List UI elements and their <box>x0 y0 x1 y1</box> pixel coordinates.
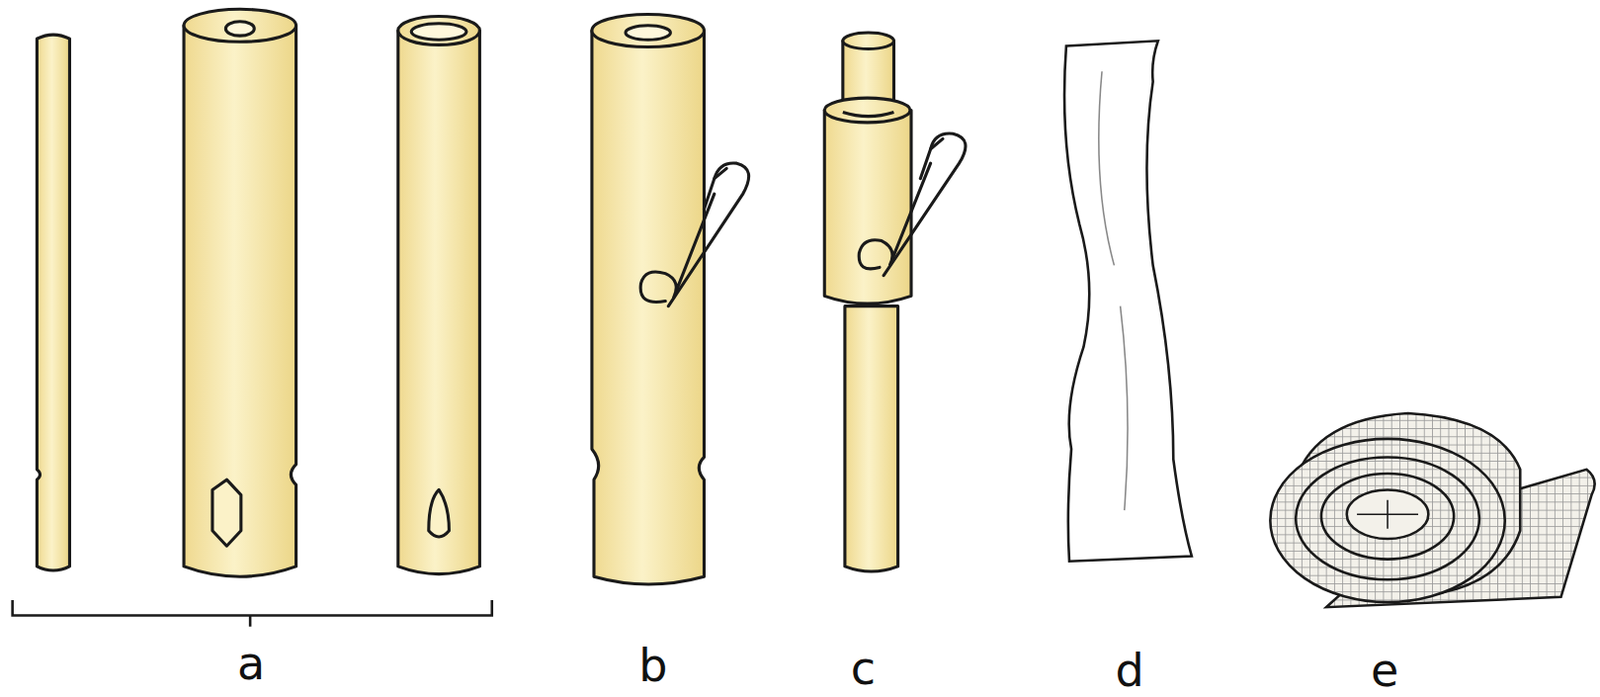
part-label: a <box>237 640 265 686</box>
drain-tube <box>591 30 705 585</box>
part-label: b <box>638 642 668 688</box>
drain-tube <box>36 34 70 571</box>
tube-lumen <box>411 23 467 41</box>
drain-tube <box>183 25 297 577</box>
bandage-roll <box>1269 413 1595 607</box>
fold-line <box>1098 71 1128 510</box>
sleeve <box>824 109 912 304</box>
tube-end <box>398 16 481 46</box>
part-label: e <box>1370 647 1399 693</box>
safety-pin <box>858 133 966 276</box>
side-hole <box>212 479 242 546</box>
group-bracket <box>12 599 493 627</box>
tube-lumen <box>225 21 254 36</box>
tube-end <box>183 8 297 42</box>
tube-edge <box>842 112 895 117</box>
gauze-strip <box>1064 40 1192 561</box>
tube-end <box>591 13 705 47</box>
safety-pin <box>640 163 749 307</box>
sleeve-end <box>824 97 911 123</box>
side-hole <box>428 489 450 536</box>
part-label: d <box>1114 647 1144 693</box>
tube-end <box>842 32 895 50</box>
part-label: c <box>850 645 876 691</box>
drain-tube <box>398 30 481 575</box>
tube-lumen <box>625 25 671 40</box>
drain-tube <box>844 306 899 572</box>
